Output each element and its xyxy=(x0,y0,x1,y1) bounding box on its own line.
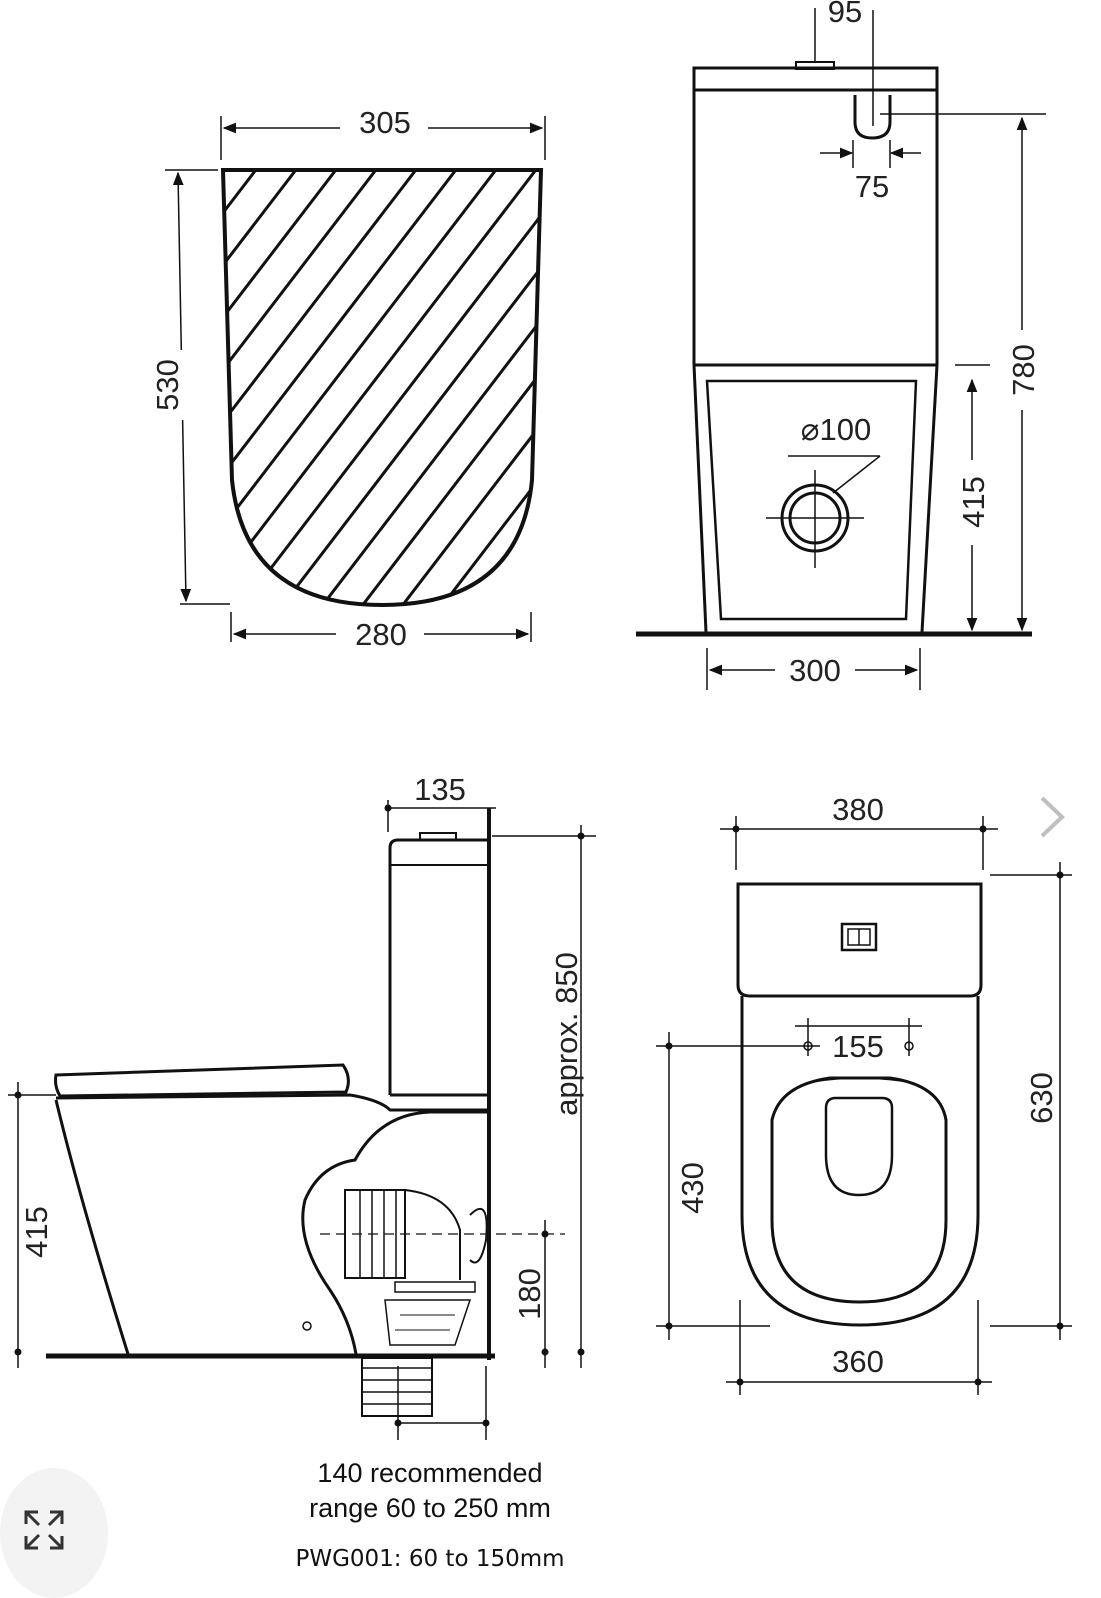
dim-180: 180 xyxy=(512,1268,547,1320)
dim-95: 95 xyxy=(828,0,862,29)
dim-415-rear: 415 xyxy=(956,476,991,528)
expand-icon xyxy=(24,1510,64,1550)
dim-430: 430 xyxy=(675,1162,710,1214)
dim-135: 135 xyxy=(414,772,466,807)
dim-155: 155 xyxy=(832,1029,884,1064)
next-image-button[interactable] xyxy=(1030,790,1074,844)
expand-image-button[interactable] xyxy=(0,1468,108,1598)
plan-footprint-view: 305 280 530 xyxy=(150,105,546,652)
footprint-outline xyxy=(220,168,544,608)
dim-300: 300 xyxy=(789,653,841,688)
setout-range-note: range 60 to 250 mm xyxy=(309,1493,551,1523)
rear-elevation-view xyxy=(636,8,1046,690)
dim-75: 75 xyxy=(855,169,889,204)
dim-305: 305 xyxy=(359,105,411,140)
dim-360: 360 xyxy=(832,1344,884,1379)
top-view xyxy=(656,816,1072,1395)
dim-280: 280 xyxy=(355,617,407,652)
dim-530: 530 xyxy=(150,359,185,411)
connector-note: PWG001: 60 to 150mm xyxy=(295,1546,565,1572)
dim-380: 380 xyxy=(832,792,884,827)
chevron-right-icon xyxy=(1040,796,1065,838)
setout-recommended-note: 140 recommended xyxy=(317,1458,543,1488)
side-elevation-view xyxy=(8,800,596,1440)
dim-780: 780 xyxy=(1006,344,1041,396)
dim-415-side: 415 xyxy=(19,1206,54,1258)
dim-approx-850: approx. 850 xyxy=(549,952,584,1116)
dim-630: 630 xyxy=(1024,1072,1059,1124)
dim-outlet-diameter: ⌀100 xyxy=(801,412,871,447)
